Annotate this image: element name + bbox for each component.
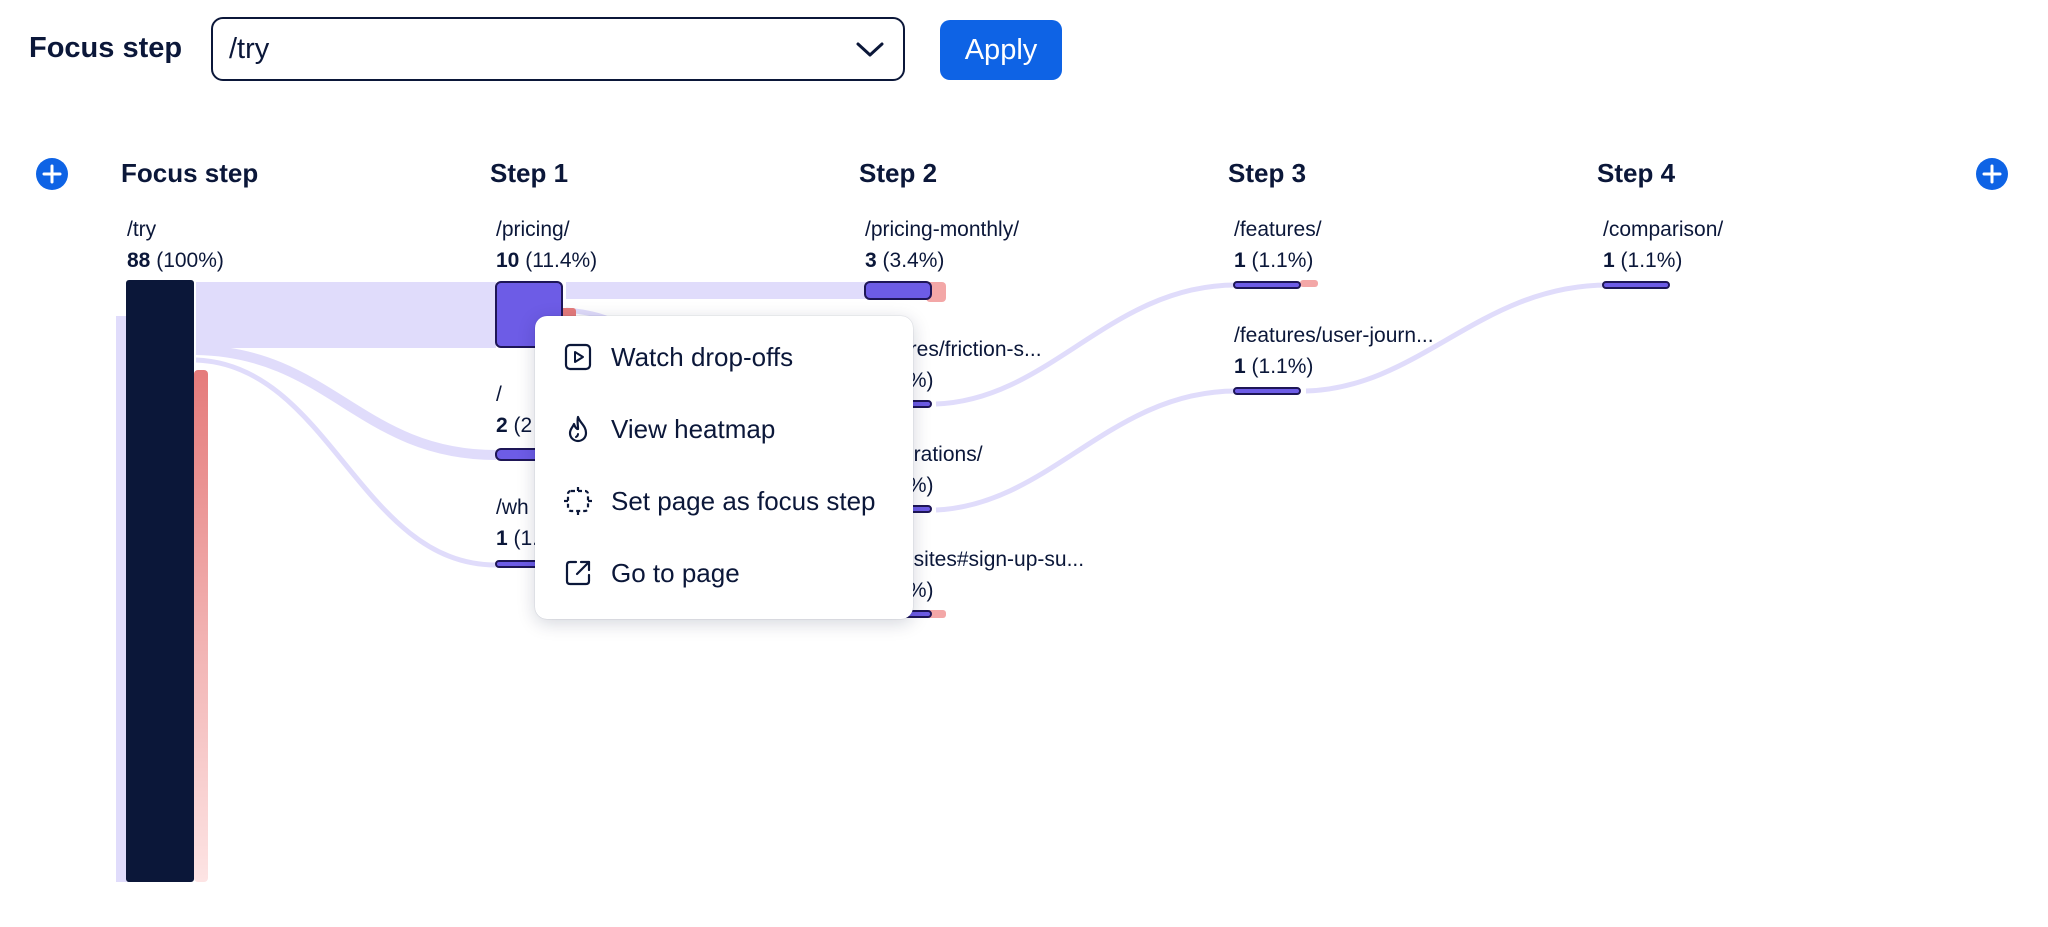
add-step-before-button[interactable] [36,158,68,190]
node-user-journ-bar[interactable] [1233,387,1301,395]
flow-focus-to-wh [195,357,497,568]
node-root-count: 2 (2 [496,414,533,437]
node-comparison-bar[interactable] [1602,281,1670,289]
apply-button[interactable]: Apply [940,20,1062,80]
node-integrations-label: grations/ [902,443,983,466]
node-context-menu: Watch drop-offs View heatmap Set page as… [535,316,913,619]
node-pricing-label: /pricing/ [496,218,570,241]
menu-item-label: Set page as focus step [611,485,876,516]
chevron-down-icon [856,42,884,57]
column-header-step-4: Step 4 [1597,158,1676,188]
menu-item-label: View heatmap [611,413,776,444]
features-dropoff-bar [1300,280,1318,287]
node-friction-label: ures/friction-s... [898,338,1042,361]
node-root-label: / [496,383,502,406]
node-wh-count: 1 (1. [496,527,539,550]
menu-item-watch-drop-offs[interactable]: Watch drop-offs [535,327,913,387]
focus-step-label: Focus step [29,32,183,64]
node-user-journ-label: /features/user-journ... [1234,324,1434,347]
column-header-step-3: Step 3 [1228,158,1307,188]
flow-pricing-to-pricing-monthly [566,282,866,299]
node-wh-label: /wh [496,496,529,519]
node-user-journ-count: 1 (1.1%) [1234,355,1314,378]
focus-frame-icon [564,487,592,515]
column-header-step-2: Step 2 [859,158,938,188]
column-header-step-1: Step 1 [490,158,569,188]
node-pricing-monthly-bar[interactable] [864,281,932,300]
focus-bar-shadow [116,316,128,882]
plus-icon [42,164,62,184]
node-features-label: /features/ [1234,218,1322,241]
flow-focus-to-root [195,345,497,460]
flow-focus-to-pricing [196,282,496,348]
menu-item-label: Go to page [611,557,740,588]
menu-item-view-heatmap[interactable]: View heatmap [535,399,913,459]
flow-friction-to-features [935,282,1237,407]
node-pricing-count: 10 (11.4%) [496,249,598,272]
focus-step-select-value: /try [229,32,270,65]
external-link-icon [565,560,591,586]
node-focus-label: /try [127,218,157,241]
menu-item-set-focus-step[interactable]: Set page as focus step [535,471,913,531]
focus-dropoff-bar [194,370,208,882]
column-header-focus-step: Focus step [121,158,259,188]
node-sites-label: osites#sign-up-su... [902,548,1085,571]
node-comparison-label: /comparison/ [1603,218,1724,241]
plus-icon [1982,164,2002,184]
menu-item-go-to-page[interactable]: Go to page [535,543,913,603]
node-pricing-monthly-label: /pricing-monthly/ [865,218,1020,241]
menu-item-label: Watch drop-offs [611,341,794,372]
node-pricing-monthly-count: 3 (3.4%) [865,249,945,272]
node-focus-count: 88 (100%) [127,249,224,272]
node-focus-bar[interactable] [126,280,194,882]
node-comparison-count: 1 (1.1%) [1603,249,1683,272]
play-icon [564,343,592,371]
node-features-count: 1 (1.1%) [1234,249,1314,272]
focus-step-select[interactable]: /try [211,17,905,81]
add-step-after-button[interactable] [1976,158,2008,190]
flow-integrations-to-user-journ [935,388,1237,513]
flow-user-journ-to-comparison [1305,282,1609,394]
node-features-bar[interactable] [1233,281,1301,289]
flame-icon [568,415,588,443]
